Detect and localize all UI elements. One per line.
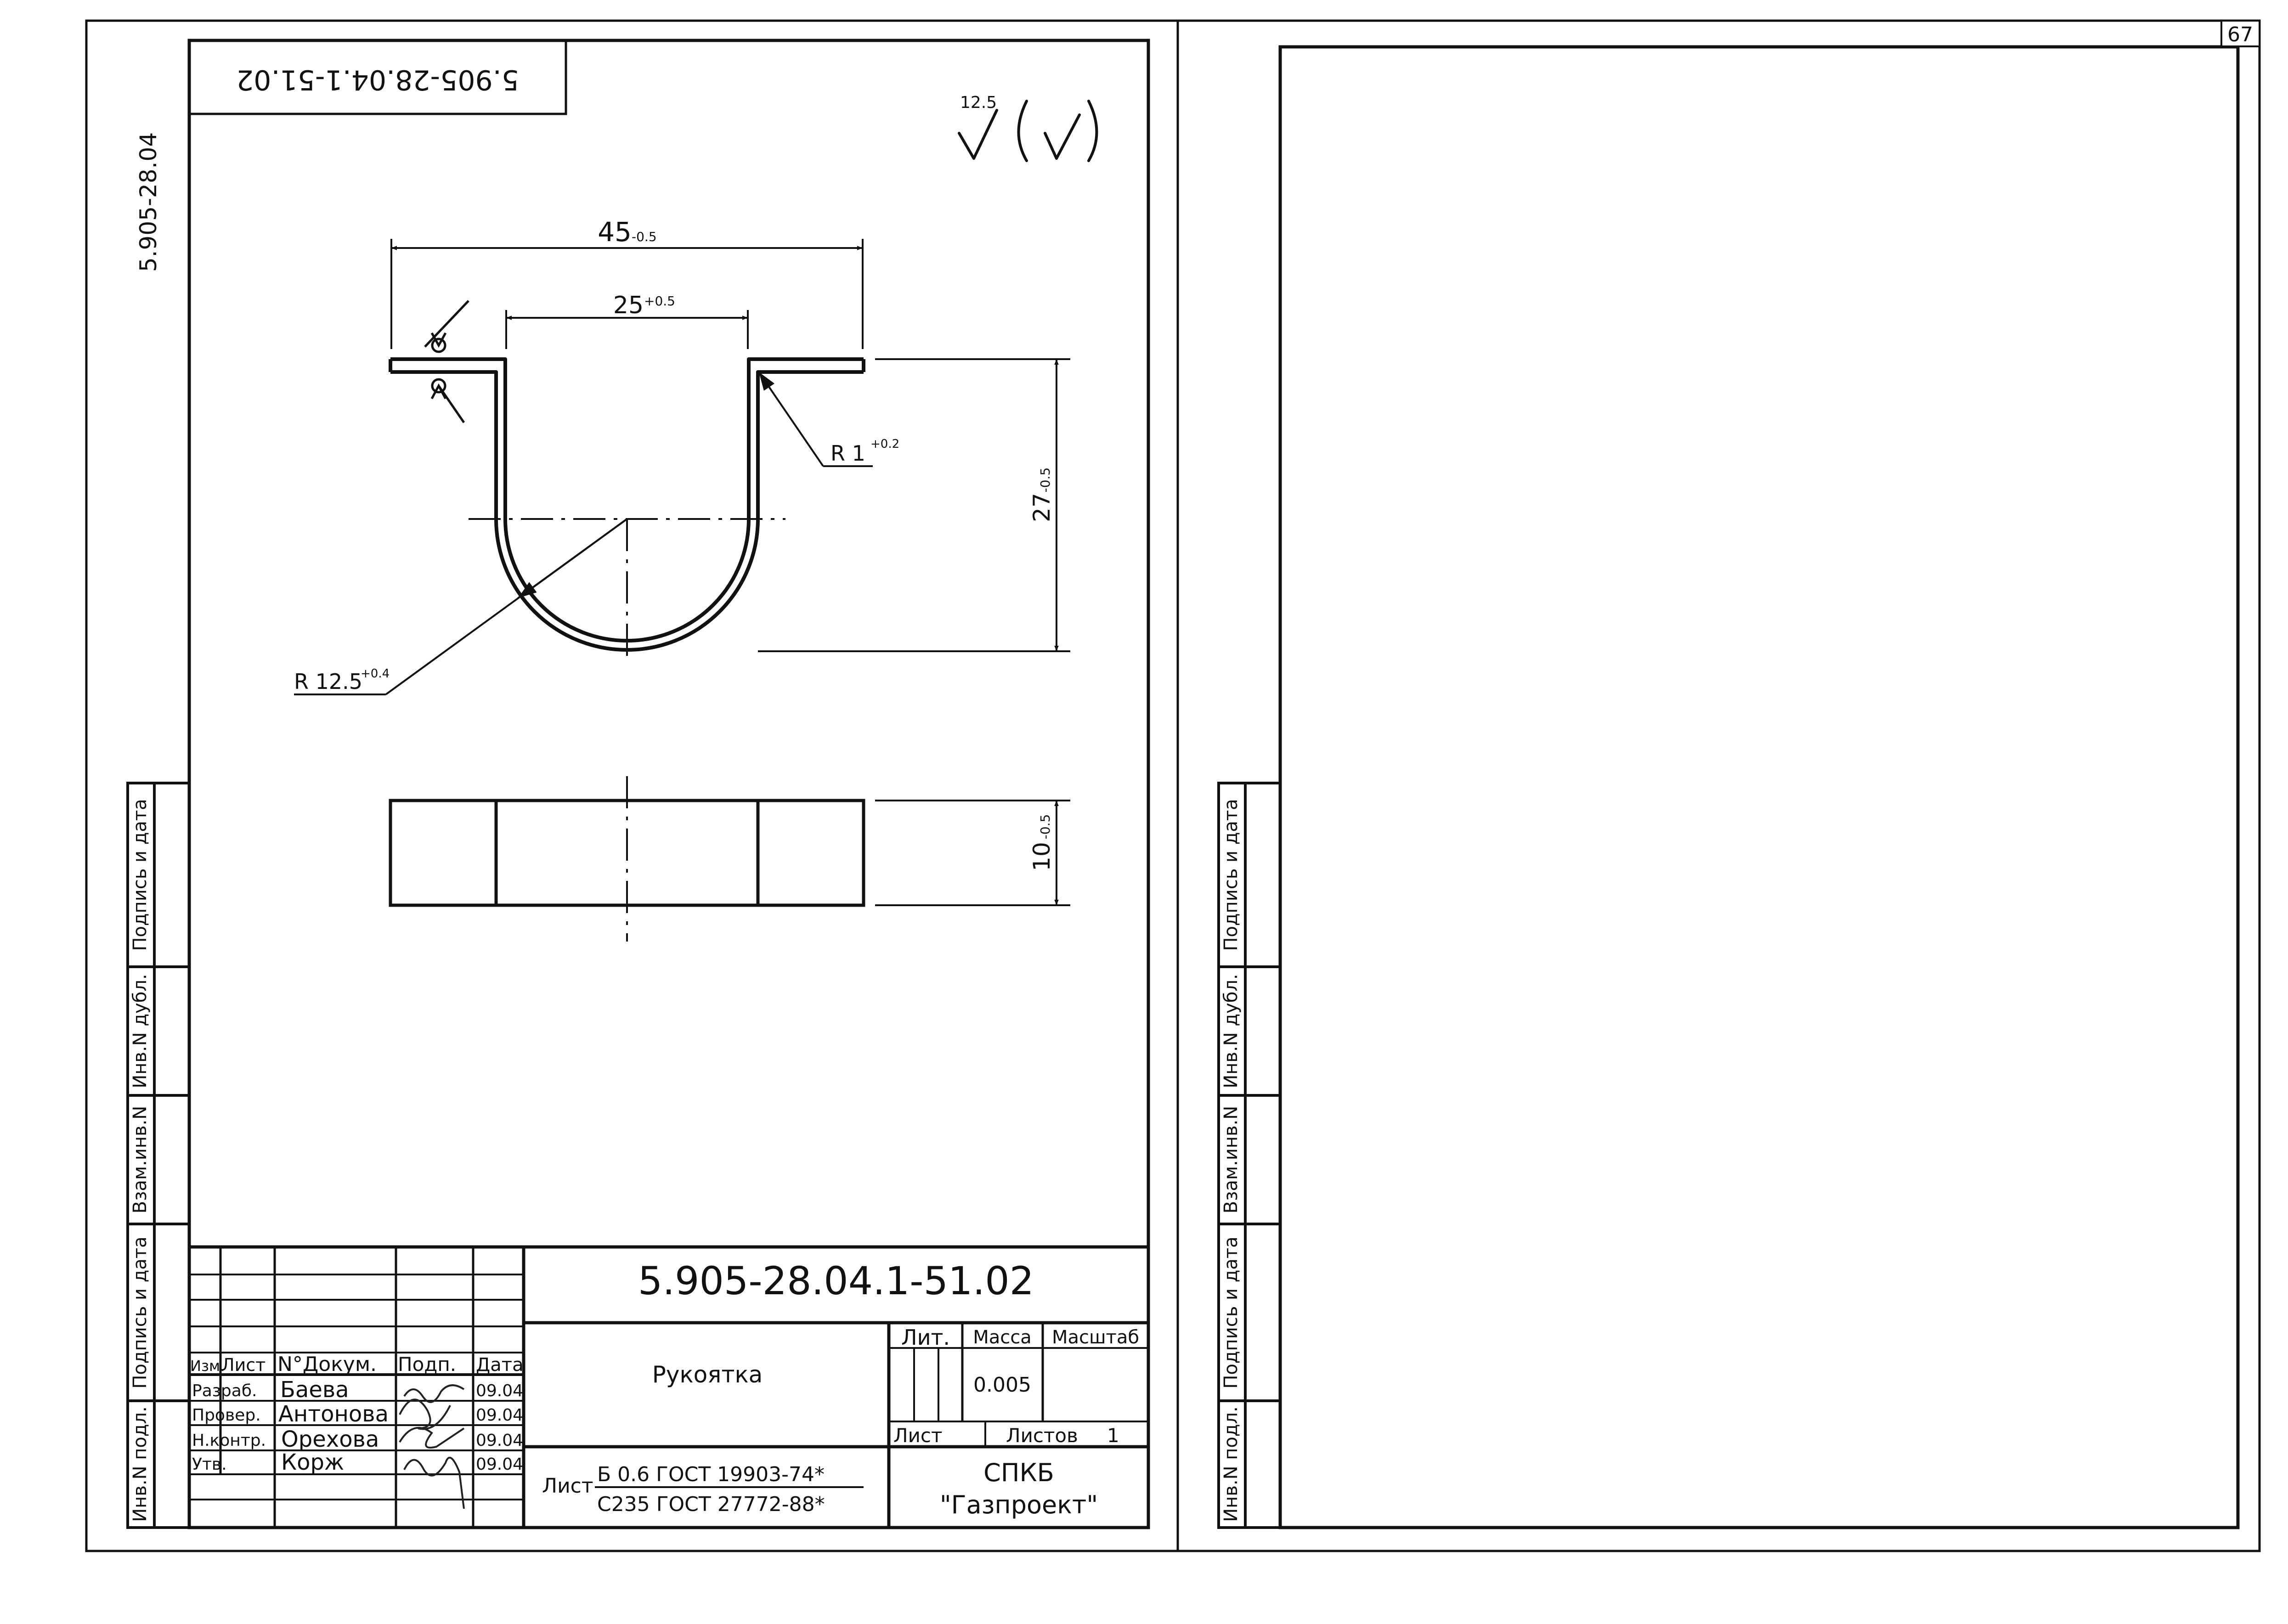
row-name-1: Баева [280, 1377, 349, 1403]
org-line1: СПКБ [983, 1458, 1054, 1487]
strip-inv-podl: Инв.N подл. [130, 1406, 151, 1522]
dim-25-tol: +0.5 [644, 293, 675, 309]
part-name: Рукоятка [652, 1361, 763, 1388]
org-line2: "Газпроект" [940, 1490, 1098, 1519]
strip-sig-date-bottom: Подпись и дата [130, 1236, 151, 1388]
row-role-1: Разраб. [192, 1382, 257, 1400]
dim-45-tol: -0.5 [632, 229, 657, 244]
weld-symbol [424, 300, 469, 423]
dimension-height [758, 358, 1070, 652]
u-handle-front-view [389, 357, 865, 652]
strip-vzam-inv: Взам.инв.N [130, 1106, 151, 1213]
right-sheet-outer-frame [1176, 19, 2261, 1552]
row-name-4: Корж [281, 1449, 344, 1475]
bend-radius-label: R 1 [830, 441, 865, 466]
dim-10-value: 10 [1028, 842, 1055, 871]
row-name-2: Антонова [278, 1401, 389, 1427]
u-handle-top-view [389, 799, 865, 907]
surface-roughness-symbol: 12.5 [958, 93, 1098, 162]
rstrip-sig-date-top: Подпись и дата [1220, 799, 1242, 951]
page-number-box: 67 [2220, 20, 2260, 47]
row-date-1: 09.04 [476, 1382, 523, 1400]
material-top: Б 0.6 ГОСТ 19903-74* [597, 1463, 825, 1486]
row-role-3: Н.контр. [192, 1431, 266, 1450]
left-side-strip [126, 782, 191, 1529]
header-izm: Изм. [190, 1357, 225, 1375]
dim-10-tol: -0.5 [1038, 814, 1053, 840]
inverted-code-box: 5.905-28.04.1-51.02 [188, 39, 567, 115]
row-date-2: 09.04 [476, 1406, 523, 1425]
dim-25-value: 25 [613, 292, 644, 319]
material-bottom: С235 ГОСТ 27772-88* [597, 1493, 825, 1516]
main-radius-leader [294, 518, 628, 695]
header-list: Лист [221, 1355, 266, 1375]
rstrip-inv-podl: Инв.N подл. [1220, 1406, 1242, 1522]
mass-value: 0.005 [973, 1373, 1031, 1397]
strip-sig-date-top: Подпись и дата [130, 799, 151, 951]
bend-radius-tol: +0.2 [870, 437, 899, 451]
header-doc: N°Докум. [277, 1353, 377, 1376]
lit-label: Лит. [901, 1325, 950, 1350]
left-sheet-inner-frame [187, 39, 1150, 1529]
right-side-strip [1217, 782, 1282, 1529]
bend-radius-leader [758, 371, 873, 467]
row-name-3: Орехова [281, 1427, 379, 1452]
roughness-value: 12.5 [960, 93, 997, 112]
sheet-label: Лист [893, 1424, 942, 1447]
dimension-width-inner [505, 310, 749, 349]
page-number: 67 [2227, 23, 2253, 46]
strip-inv-dubl: Инв.N дубл. [130, 974, 151, 1088]
right-sheet-inner-frame [1278, 45, 2240, 1529]
rstrip-inv-dubl: Инв.N дубл. [1220, 974, 1242, 1088]
dim-27-tol: -0.5 [1038, 468, 1053, 493]
dim-27-value: 27 [1028, 493, 1055, 522]
dimension-width-overall [390, 239, 864, 349]
main-radius-label: R 12.5 [294, 669, 362, 694]
inverted-doc-code: 5.905-28.04.1-51.02 [236, 63, 519, 96]
row-date-3: 09.04 [476, 1431, 523, 1450]
row-role-2: Провер. [192, 1406, 261, 1425]
row-date-4: 09.04 [476, 1455, 523, 1474]
main-radius-tol: +0.4 [361, 667, 390, 681]
sheets-label: Листов [1006, 1424, 1078, 1447]
rstrip-sig-date-bottom: Подпись и дата [1220, 1236, 1242, 1388]
designation: 5.905-28.04.1-51.02 [638, 1258, 1034, 1303]
rstrip-vzam-inv: Взам.инв.N [1220, 1106, 1242, 1213]
dimension-thickness [875, 800, 1070, 906]
series-code-vertical: 5.905-28.04 [135, 132, 162, 272]
material-prefix: Лист [542, 1474, 593, 1498]
row-role-4: Утв. [192, 1455, 227, 1474]
center-lines [469, 518, 785, 942]
header-date: Дата [476, 1354, 524, 1376]
dim-45-value: 45 [598, 216, 632, 248]
sheets-value: 1 [1107, 1424, 1119, 1447]
mass-label: Масса [973, 1327, 1032, 1348]
signatures [399, 1384, 465, 1509]
title-block [187, 1245, 1150, 1529]
scale-label: Масштаб [1052, 1327, 1139, 1348]
header-sign: Подп. [398, 1353, 456, 1376]
